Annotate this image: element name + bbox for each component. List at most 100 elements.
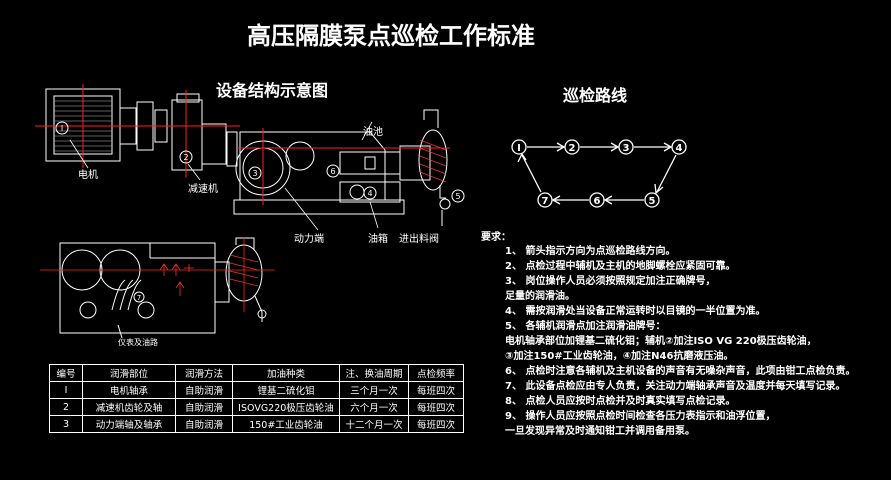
marker-5: 5 [455,192,460,201]
route-node-5: 5 [649,196,656,207]
cylinder [399,145,431,181]
route-arrows [517,142,677,205]
label-oil-tank: 油箱 [368,234,388,245]
side-view-drawing [59,237,267,339]
leader-lines [69,121,379,231]
table-cell: 自助润滑 [175,381,233,399]
side-view-marker-circle [133,291,145,303]
requirement-line: 3、 岗位操作人员必须按照规定加注正确牌号， [505,276,716,287]
marker-2: 2 [183,153,188,162]
power-end-housing [239,131,386,201]
table-cell: ISOVG220极压齿轮油 [232,398,340,416]
table-row: Ⅰ 电机轴承 自助润滑 锂基二硫化钼 三个月一次 每班四次 [49,381,464,399]
table-cell: 十二个月一次 [339,415,409,433]
diaphragm-chamber [418,129,448,191]
marker-3: 3 [252,169,257,178]
label-motor: 电机 [78,170,98,181]
requirement-line: 9、 操作人员应按照点检时间检查各压力表指示和油浮位置， [505,411,776,422]
side-view-housing [59,242,216,334]
table-cell: 每班四次 [408,398,464,416]
table-cell: 电机轴承 [82,381,176,399]
table-header-cell: 点检频率 [408,364,464,382]
side-view-hatch [229,254,259,287]
marker-4: 4 [367,189,372,198]
marker-6-circle [326,164,340,178]
valve-ball [439,198,451,210]
route-node-3: 3 [623,143,630,154]
label-oil-pool: 油池 [363,127,383,138]
route-node-4: 4 [676,143,683,154]
marker-3-circle [248,166,262,180]
requirement-line: 2、 点检过程中辅机及主机的地脚螺栓应紧固可靠。 [505,261,736,272]
table-cell: 减速机齿轮及轴 [82,398,176,416]
requirement-line: ③加注150#工业齿轮油，④加注N46抗磨液压油。 [505,351,734,362]
label-power-end: 动力端 [294,234,324,245]
table-cell: Ⅰ [49,381,83,399]
table-cell: 锂基二硫化钼 [232,381,340,399]
diagram-title: 设备结构示意图 [216,81,329,100]
side-view-indicators [159,263,194,296]
side-view-pipes [111,279,142,311]
requirement-line: 4、 需按润滑处当设备正常运转时以目镜的一半位置为准。 [505,306,766,317]
pump-base [233,199,405,215]
route-node-1: Ⅰ [517,143,521,154]
reducer-cap [176,93,200,103]
lubrication-table: 编号 润滑部位 润滑方法 加油种类 注、换油周期 点检频率 Ⅰ 电机轴承 自助润… [49,364,464,433]
table-cell: 每班四次 [408,381,464,399]
side-view-pulley-b [137,301,155,319]
route-node-5-circle [644,192,660,208]
route-node-7: 7 [542,196,549,207]
requirement-line: 电机轴承部位加锂基二硫化钼；辅机②加注ISO VG 220极压齿轮油， [505,336,817,347]
side-view-marker: 7 [137,294,141,302]
marker-1: Ⅰ [61,124,63,133]
requirements-heading: 要求： [481,232,511,243]
table-header-cell: 编号 [49,364,83,382]
marker-4-circle [363,186,377,200]
table-cell: 每班四次 [408,415,464,433]
route-node-2: 2 [569,143,576,154]
route-node-6: 6 [594,196,601,207]
requirement-line: 1、 箭头指示方向为点巡检路线方向。 [505,246,676,257]
table-header-cell: 润滑部位 [82,364,176,382]
marker-5-circle [451,189,465,203]
marker-6: 6 [330,167,335,176]
side-view-top-pipe [235,237,255,250]
suction-pipe [439,185,446,199]
table-header-cell: 加油种类 [232,364,340,382]
centerlines [35,84,450,205]
diaphragm-hatch [419,139,447,183]
oil-tank-gauge [349,184,365,200]
table-row: 2 减速机齿轮及轴 自助润滑 ISOVG220极压齿轮油 六个月一次 每班四次 [49,398,464,416]
table-row: 3 动力端轴及轴承 自助润滑 150#工业齿轮油 十二个月一次 每班四次 [49,415,464,433]
discharge-pipe [423,109,439,128]
table-cell: 2 [49,398,83,416]
table-header-cell: 注、换油周期 [339,364,409,382]
route-title: 巡检路线 [563,86,628,105]
requirements-list: 1、 箭头指示方向为点巡检路线方向。 2、 点检过程中辅机及主机的地脚螺栓应紧固… [505,244,855,439]
table-cell: 动力端轴及轴承 [82,415,176,433]
requirement-line: 8、 点检人员应按时点检并及时真实填写点检记录。 [505,396,736,407]
side-view-bottom-pipe [254,295,263,322]
table-cell: 150#工业齿轮油 [232,415,340,433]
piston [364,156,376,170]
power-end-gear-small [285,141,315,171]
label-side-view: 仪表及油路 [118,338,158,347]
table-header-cell: 润滑方法 [175,364,233,382]
table-cell: 六个月一次 [339,398,409,416]
table-header-row: 编号 润滑部位 润滑方法 加油种类 注、换油周期 点检频率 [49,364,464,382]
route-node-1-circle [511,139,527,155]
side-view-flange [214,261,230,303]
requirement-line: 5、 各辅机润滑点加注润滑油牌号： [505,321,666,332]
side-view-pulley-a [79,301,97,319]
table-cell: 自助润滑 [175,398,233,416]
requirement-line: 足量的润滑油。 [505,291,575,302]
marker-2-circle [179,150,193,164]
side-view-centerlines [40,238,275,312]
label-reducer: 减速机 [188,184,218,195]
requirement-line: 一旦发现异常及时通知钳工并调用备用泵。 [505,426,695,437]
requirement-line: 6、 点检时注意各辅机及主机设备的声音有无噪杂声音，此项由钳工点检负责。 [505,366,856,377]
requirement-line: 7、 此设备点检应由专人负责，关注动力端轴承声音及温度并每天填写记录。 [505,381,846,392]
inspection-route [511,139,687,208]
